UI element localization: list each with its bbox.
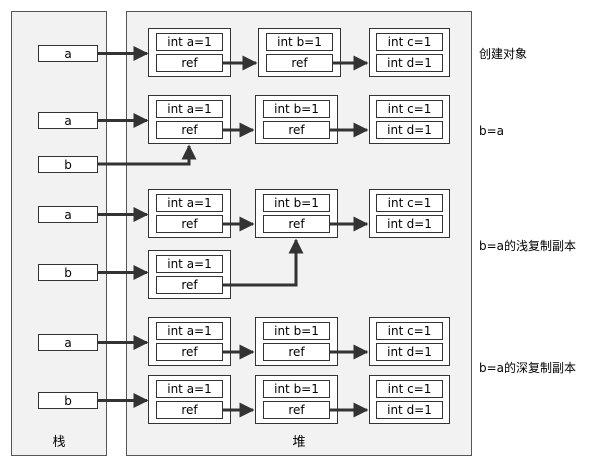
field-label: int a=1 xyxy=(167,324,212,338)
field-label: int b=1 xyxy=(274,382,319,396)
field-ref: ref xyxy=(181,403,198,417)
stack-var-label: b xyxy=(64,266,72,280)
heap-object-c: int c=1 int d=1 xyxy=(369,317,450,366)
field-label: int c=1 xyxy=(388,382,432,396)
field-ref: ref xyxy=(288,123,305,137)
stack-var-b-3: b xyxy=(38,264,98,281)
field-label: int c=1 xyxy=(388,196,432,210)
stack-var-a-2: a xyxy=(38,112,98,129)
stack-var-label: a xyxy=(64,208,71,222)
field-ref: ref xyxy=(291,56,308,70)
heap-object-c: int c=1 int d=1 xyxy=(369,28,450,77)
scenario-caption: b=a xyxy=(479,124,504,138)
field-label: int b=1 xyxy=(277,35,322,49)
field-ref: ref xyxy=(181,278,198,292)
field-label: int b=1 xyxy=(274,102,319,116)
field-label: int a=1 xyxy=(167,196,212,210)
field-label: int a=1 xyxy=(167,102,212,116)
heap-object-c: int c=1 int d=1 xyxy=(369,95,450,144)
scenario-caption: b=a的浅复制副本 xyxy=(479,238,576,253)
stack-var-b-4: b xyxy=(38,392,98,409)
heap-object-a: int a=1 ref xyxy=(148,95,231,144)
stack-var-label: a xyxy=(64,114,71,128)
field-label: int c=1 xyxy=(388,102,432,116)
field-label: int b=1 xyxy=(274,196,319,210)
field-label: int a=1 xyxy=(167,257,212,271)
field-label: int d=1 xyxy=(387,345,432,359)
stack-var-a-1: a xyxy=(38,45,98,62)
field-label: int c=1 xyxy=(388,324,432,338)
stack-var-b-2: b xyxy=(38,156,98,173)
field-ref: ref xyxy=(181,345,198,359)
scenario-caption: 创建对象 xyxy=(479,47,527,61)
field-ref: ref xyxy=(181,217,198,231)
heap-label: 堆 xyxy=(292,435,305,450)
field-label: int a=1 xyxy=(167,35,212,49)
stack-var-a-4: a xyxy=(38,334,98,351)
heap-object-a-copy: int a=1 ref xyxy=(148,250,231,299)
heap-object-a: int a=1 ref xyxy=(148,28,231,77)
field-ref: ref xyxy=(181,123,198,137)
heap-object-c-copy: int c=1 int d=1 xyxy=(369,375,450,424)
stack-var-label: a xyxy=(64,47,71,61)
field-label: int d=1 xyxy=(387,123,432,137)
arrow xyxy=(97,144,197,166)
arrow xyxy=(222,238,304,287)
field-ref: ref xyxy=(288,217,305,231)
heap-object-b: int b=1 ref xyxy=(258,28,341,77)
heap-object-a: int a=1 ref xyxy=(148,317,231,366)
stack-var-label: b xyxy=(64,394,72,408)
field-ref: ref xyxy=(288,403,305,417)
field-label: int b=1 xyxy=(274,324,319,338)
field-label: int c=1 xyxy=(388,35,432,49)
stack-var-label: a xyxy=(64,336,71,350)
heap-object-a: int a=1 ref xyxy=(148,189,231,238)
field-ref: ref xyxy=(288,345,305,359)
stack-var-a-3: a xyxy=(38,206,98,223)
field-ref: ref xyxy=(181,56,198,70)
stack-label: 栈 xyxy=(52,435,65,450)
heap-object-b-copy: int b=1 ref xyxy=(255,375,338,424)
stack-var-label: b xyxy=(64,158,72,172)
heap-object-b: int b=1 ref xyxy=(255,317,338,366)
heap-object-b: int b=1 ref xyxy=(255,189,338,238)
stack-region xyxy=(11,11,107,456)
field-label: int d=1 xyxy=(387,56,432,70)
field-label: int a=1 xyxy=(167,382,212,396)
heap-object-c: int c=1 int d=1 xyxy=(369,189,450,238)
field-label: int d=1 xyxy=(387,217,432,231)
heap-object-b: int b=1 ref xyxy=(255,95,338,144)
field-label: int d=1 xyxy=(387,403,432,417)
scenario-caption: b=a的深复制副本 xyxy=(479,360,576,375)
heap-object-a-copy: int a=1 ref xyxy=(148,375,231,424)
